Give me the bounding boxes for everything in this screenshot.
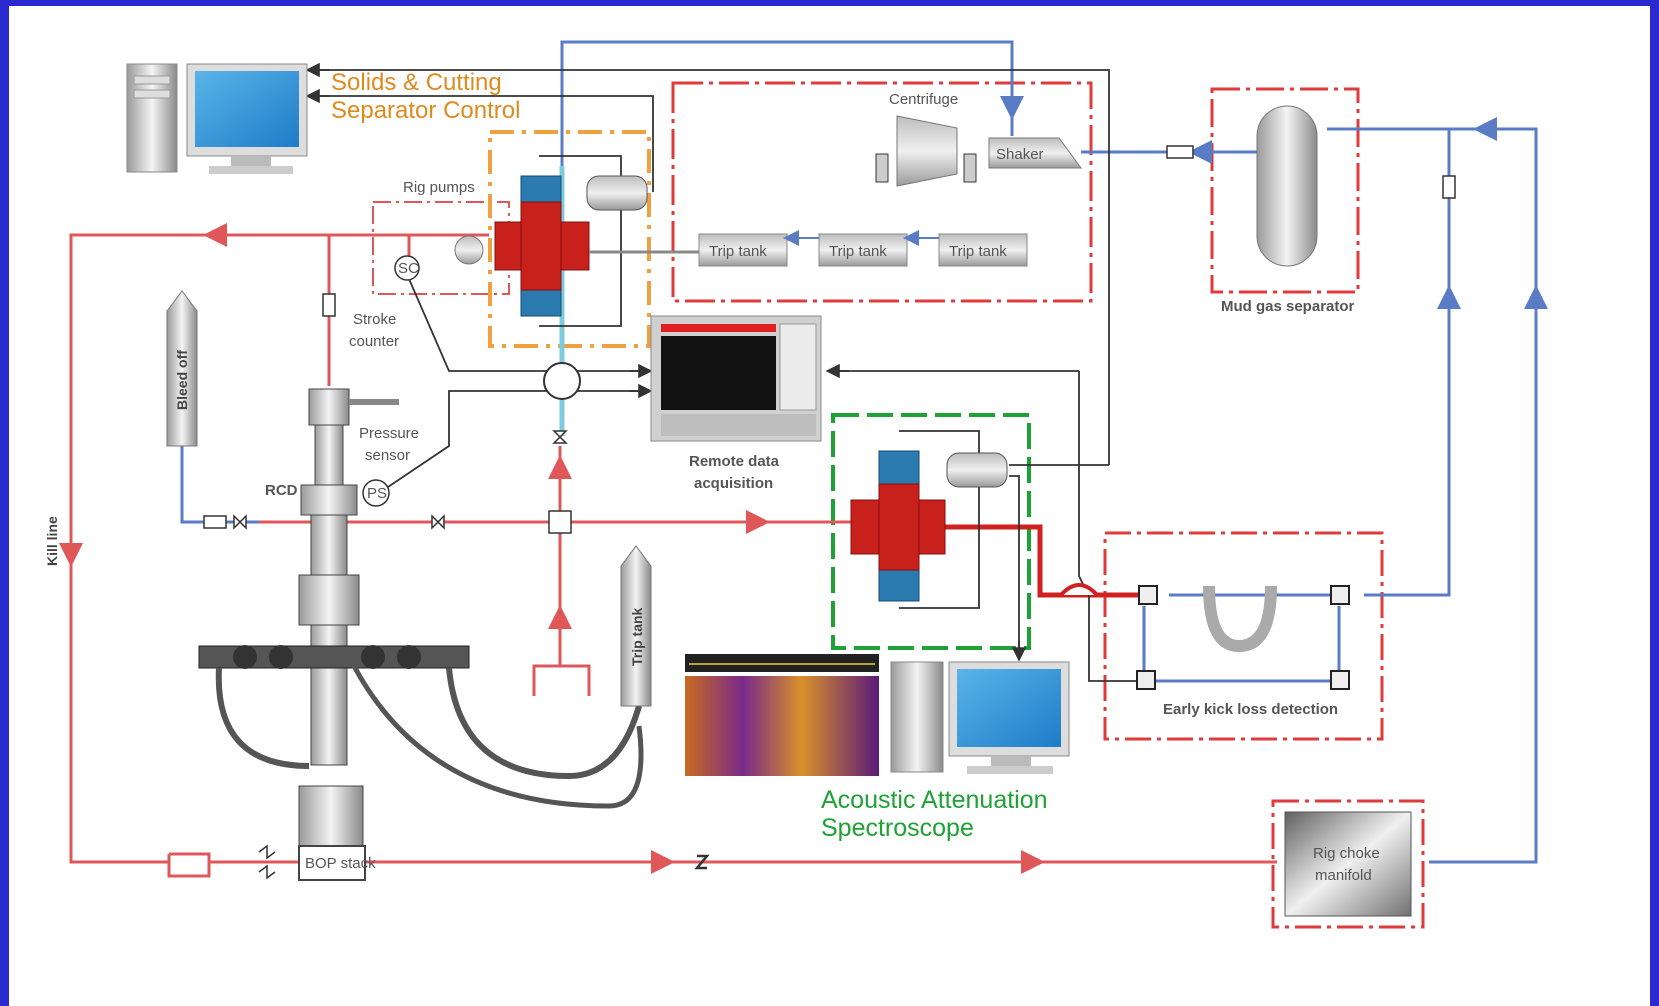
- pressure-sensor-label-1: Pressure: [359, 425, 419, 442]
- remote-data-acquisition-panel: [650, 315, 822, 442]
- control-computer: [126, 63, 308, 174]
- sc-label: SC: [398, 260, 419, 277]
- signal-lines: [305, 62, 1144, 682]
- rcd-label: RCD: [265, 482, 298, 499]
- acoustic-computer: [890, 661, 1070, 774]
- solids-control-label-2: Separator Control: [331, 97, 520, 124]
- centrifuge-label: Centrifuge: [889, 91, 958, 108]
- early-kick-zone: [1103, 531, 1384, 741]
- trip-tank-1-label: Trip tank: [709, 243, 767, 260]
- wellhead-stack: BOP stack: [198, 388, 644, 881]
- crossover: [543, 362, 1099, 597]
- acoustic-label-2: Spectroscope: [821, 814, 974, 842]
- green-zone: [831, 413, 1031, 650]
- valve-shaker-line: [1166, 145, 1194, 159]
- stroke-counter-label-2: counter: [349, 333, 399, 350]
- spectrogram: [685, 654, 879, 776]
- shaker-label: Shaker: [996, 146, 1044, 163]
- kill-line-label: Kill line: [44, 516, 60, 566]
- diagram-frame: Solids & Cutting Separator Control Centr…: [9, 6, 1650, 1006]
- ps-label: PS: [367, 485, 387, 502]
- remote-data-label-1: Remote data: [689, 453, 780, 470]
- trip-tank-2-label: Trip tank: [829, 243, 887, 260]
- rig-pump: SC: [394, 235, 484, 281]
- pressure-sensor-label-2: sensor: [365, 447, 410, 464]
- bop-stack-label: BOP stack: [305, 855, 376, 872]
- zone-boxes: [372, 81, 1425, 929]
- rig-choke-manifold: [1284, 811, 1412, 917]
- acoustic-label-1: Acoustic Attenuation: [821, 786, 1048, 814]
- centrifuge: [875, 115, 977, 187]
- shaker: Shaker: [988, 137, 1082, 169]
- flow-cross-orange: [494, 175, 648, 317]
- early-kick-label: Early kick loss detection: [1163, 701, 1338, 718]
- drilling-system-diagram: Solids & Cutting Separator Control Centr…: [44, 40, 1548, 929]
- trip-tank-arrow: Trip tank: [620, 545, 652, 707]
- kick-detection-meter: [1136, 585, 1350, 690]
- remote-data-label-2: acquisition: [694, 475, 773, 492]
- stroke-counter-label-1: Stroke: [353, 311, 396, 328]
- trip-tank-3-label: Trip tank: [949, 243, 1007, 260]
- trip-tank-vertical-label: Trip tank: [629, 607, 645, 666]
- valves: [203, 175, 1456, 880]
- trip-tanks: Trip tank Trip tank Trip tank: [589, 230, 1028, 267]
- mud-gas-zone: [1210, 87, 1360, 294]
- solids-control-label-1: Solids & Cutting: [331, 69, 502, 96]
- bleed-off-label: Bleed off: [174, 350, 190, 410]
- pressure-sensor: PS: [362, 479, 390, 507]
- green-to-kick-line: [943, 524, 1139, 598]
- mud-gas-separator-label: Mud gas separator: [1221, 298, 1355, 315]
- rig-pumps-zone: [372, 201, 510, 295]
- rig-choke-label-1: Rig choke: [1313, 845, 1380, 862]
- flow-cross-green: [850, 450, 1008, 602]
- rig-pumps-label: Rig pumps: [403, 179, 475, 196]
- orange-zone: [488, 130, 651, 348]
- rig-choke-label-2: manifold: [1315, 867, 1372, 884]
- mud-gas-separator: [1256, 105, 1318, 267]
- rig-choke-zone: [1271, 799, 1425, 929]
- trip-tank-zone: [671, 81, 1093, 303]
- bleed-off-arrow: Bleed off: [166, 290, 198, 447]
